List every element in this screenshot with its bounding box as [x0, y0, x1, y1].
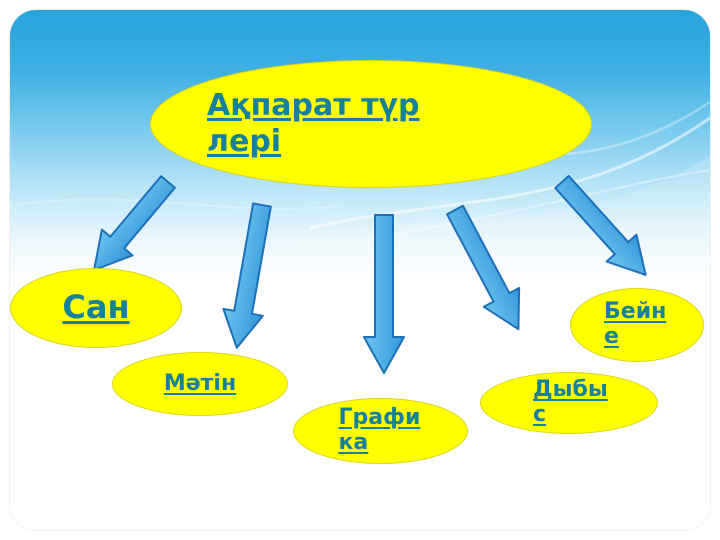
arrow-to-grafika — [363, 214, 405, 374]
title-node: Ақпарат түр лері — [150, 60, 592, 188]
node-matin: Мәтін — [112, 352, 288, 416]
node-grafika: Графи ка — [293, 398, 468, 464]
title-label: Ақпарат түр лері — [207, 88, 420, 159]
node-dybys: Дыбы с — [480, 372, 658, 434]
node-dybys-label: Дыбы с — [533, 377, 608, 427]
node-grafika-label: Графи ка — [338, 405, 421, 455]
node-beine: Бейн е — [570, 288, 704, 362]
node-san-label: Сан — [62, 288, 130, 327]
arrow-to-beine — [554, 174, 647, 276]
node-matin-label: Мәтін — [163, 370, 237, 396]
slide: Ақпарат түр лері Сан Мәтін Графи ка Дыбы… — [10, 10, 710, 530]
arrow-to-dybys — [446, 204, 521, 331]
arrow-to-matin — [222, 202, 272, 349]
node-beine-label: Бейн е — [604, 299, 667, 349]
node-san: Сан — [10, 268, 182, 348]
arrow-to-san — [93, 175, 176, 272]
